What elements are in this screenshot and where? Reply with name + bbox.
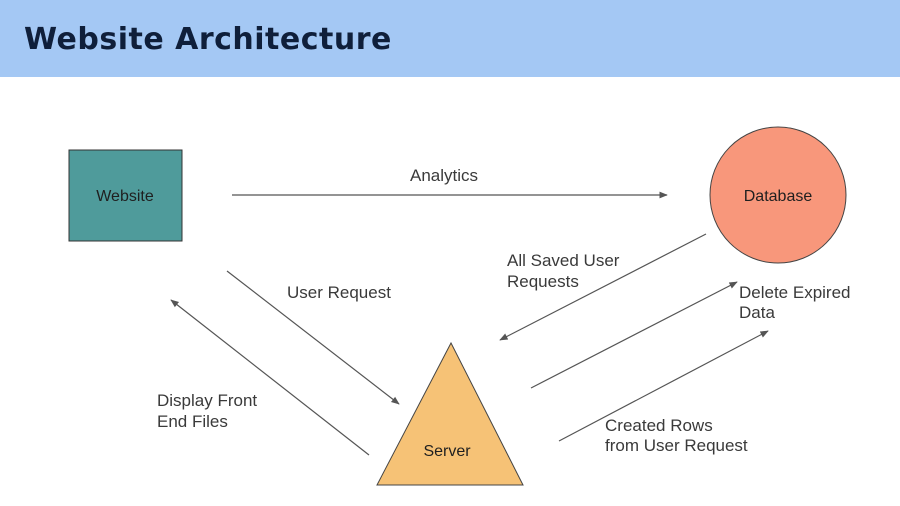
created-rows-line1: Created Rows bbox=[605, 416, 713, 435]
created-rows-arrow bbox=[558, 330, 769, 442]
saved-requests-line2: Requests bbox=[507, 272, 579, 291]
saved-requests-label: All Saved User Requests bbox=[507, 251, 620, 291]
saved-requests-arrow bbox=[499, 233, 707, 341]
analytics-label: Analytics bbox=[410, 166, 478, 185]
created-rows-line2: from User Request bbox=[605, 436, 748, 455]
display-front-arrow bbox=[170, 299, 370, 456]
user-request-label: User Request bbox=[287, 283, 391, 302]
database-label: Database bbox=[744, 188, 813, 205]
page-title: Website Architecture bbox=[24, 22, 392, 57]
display-front-label: Display Front End Files bbox=[157, 391, 257, 431]
website-label: Website bbox=[96, 188, 154, 205]
delete-expired-arrow bbox=[530, 281, 738, 389]
delete-expired-label: Delete Expired Data bbox=[739, 283, 851, 322]
user-request-arrow bbox=[226, 270, 400, 405]
delete-expired-line2: Data bbox=[739, 303, 775, 322]
delete-expired-line1: Delete Expired bbox=[739, 283, 851, 302]
created-rows-label: Created Rows from User Request bbox=[605, 416, 748, 455]
database-node: Database bbox=[709, 126, 847, 264]
title-bar: Website Architecture bbox=[0, 0, 900, 77]
display-front-line2: End Files bbox=[157, 412, 228, 431]
display-front-line1: Display Front bbox=[157, 391, 257, 410]
website-node: Website bbox=[68, 149, 183, 242]
server-node: Server bbox=[376, 341, 524, 486]
saved-requests-line1: All Saved User bbox=[507, 251, 620, 270]
server-label: Server bbox=[423, 443, 471, 460]
